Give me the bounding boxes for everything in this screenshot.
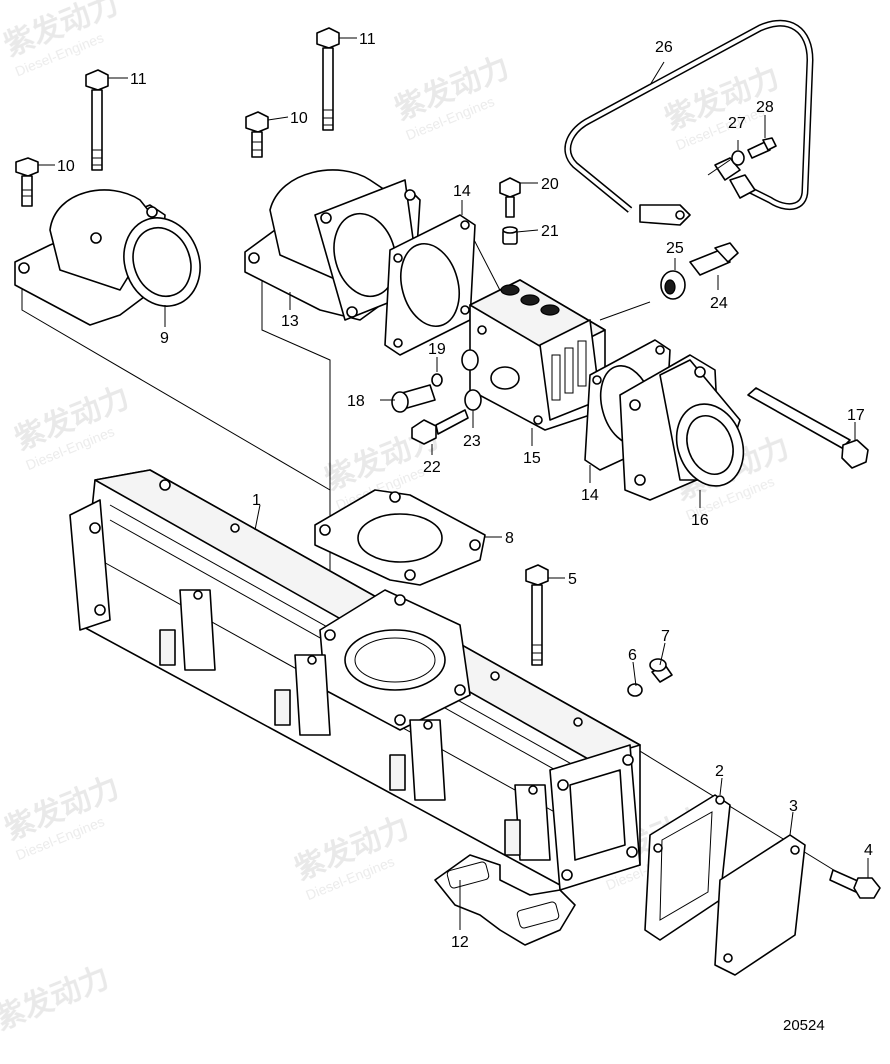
exhaust-manifold-part-1: [69, 469, 641, 891]
washer-part-6: [627, 683, 643, 697]
cover-plate-part-3: [714, 834, 806, 976]
callout-14a: 14: [453, 183, 471, 200]
callout-leaders: [38, 37, 869, 930]
callout-13: 13: [281, 313, 299, 330]
banjo-bolt-part-24: [689, 242, 739, 276]
callout-25: 25: [666, 240, 684, 257]
valve-housing-part-15: [469, 279, 606, 431]
callout-27: 27: [728, 115, 746, 132]
callout-12: 12: [451, 934, 469, 951]
callout-1: 1: [252, 492, 261, 509]
callout-4: 4: [864, 842, 873, 859]
callout-24: 24: [710, 295, 728, 312]
callout-labels: 1 2 3 4 5 6 7 8 9 10 10 11 11 12 13 14 1…: [57, 31, 873, 951]
callout-3: 3: [789, 798, 798, 815]
callout-7: 7: [661, 628, 670, 645]
o-ring-part-19: [431, 373, 443, 387]
washer-part-27: [731, 150, 745, 166]
callout-11b: 11: [359, 31, 376, 48]
bolt-part-5: [525, 564, 549, 666]
watermark-brand: 紫发动力: [0, 961, 114, 1037]
plug-part-7: [649, 658, 673, 683]
callout-11a: 11: [130, 71, 147, 88]
callout-28: 28: [756, 99, 774, 116]
assembly-lines: [21, 231, 851, 881]
gasket-part-12: [434, 854, 576, 946]
callout-17: 17: [847, 407, 865, 424]
callout-22: 22: [423, 459, 441, 476]
callout-8: 8: [505, 530, 514, 547]
callout-26: 26: [655, 39, 673, 56]
callout-21: 21: [541, 223, 559, 240]
bolt-part-4: [829, 869, 881, 899]
bolt-part-10-left: [15, 157, 39, 207]
banjo-bolt-part-18: [391, 384, 436, 413]
callout-16: 16: [691, 512, 709, 529]
drawing-number: 20524: [783, 1017, 825, 1034]
callout-10b: 10: [290, 110, 308, 127]
bolt-part-10-center: [245, 111, 269, 158]
callout-23: 23: [463, 433, 481, 450]
gasket-part-8: [314, 489, 486, 586]
elbow-pipe-part-9: [14, 189, 201, 326]
callout-15: 15: [523, 450, 541, 467]
callout-9: 9: [160, 330, 169, 347]
callout-20: 20: [541, 176, 559, 193]
washer-part-25: [660, 270, 686, 300]
bolt-part-11-center: [316, 27, 340, 131]
bolt-part-17: [747, 387, 869, 469]
outlet-pipe-part-16: [619, 354, 745, 501]
callout-18: 18: [347, 393, 365, 410]
elbow-pipe-part-13: [244, 169, 421, 321]
callout-10a: 10: [57, 158, 75, 175]
bolt-part-22: [411, 409, 469, 445]
bolt-part-11-left: [85, 69, 109, 171]
callout-14b: 14: [581, 487, 599, 504]
callout-6: 6: [628, 647, 637, 664]
bolt-part-28: [747, 137, 777, 159]
bolt-part-20: [499, 177, 521, 218]
callout-2: 2: [715, 763, 724, 780]
callout-5: 5: [568, 571, 577, 588]
callout-19: 19: [428, 341, 446, 358]
sleeve-part-21: [502, 226, 518, 245]
